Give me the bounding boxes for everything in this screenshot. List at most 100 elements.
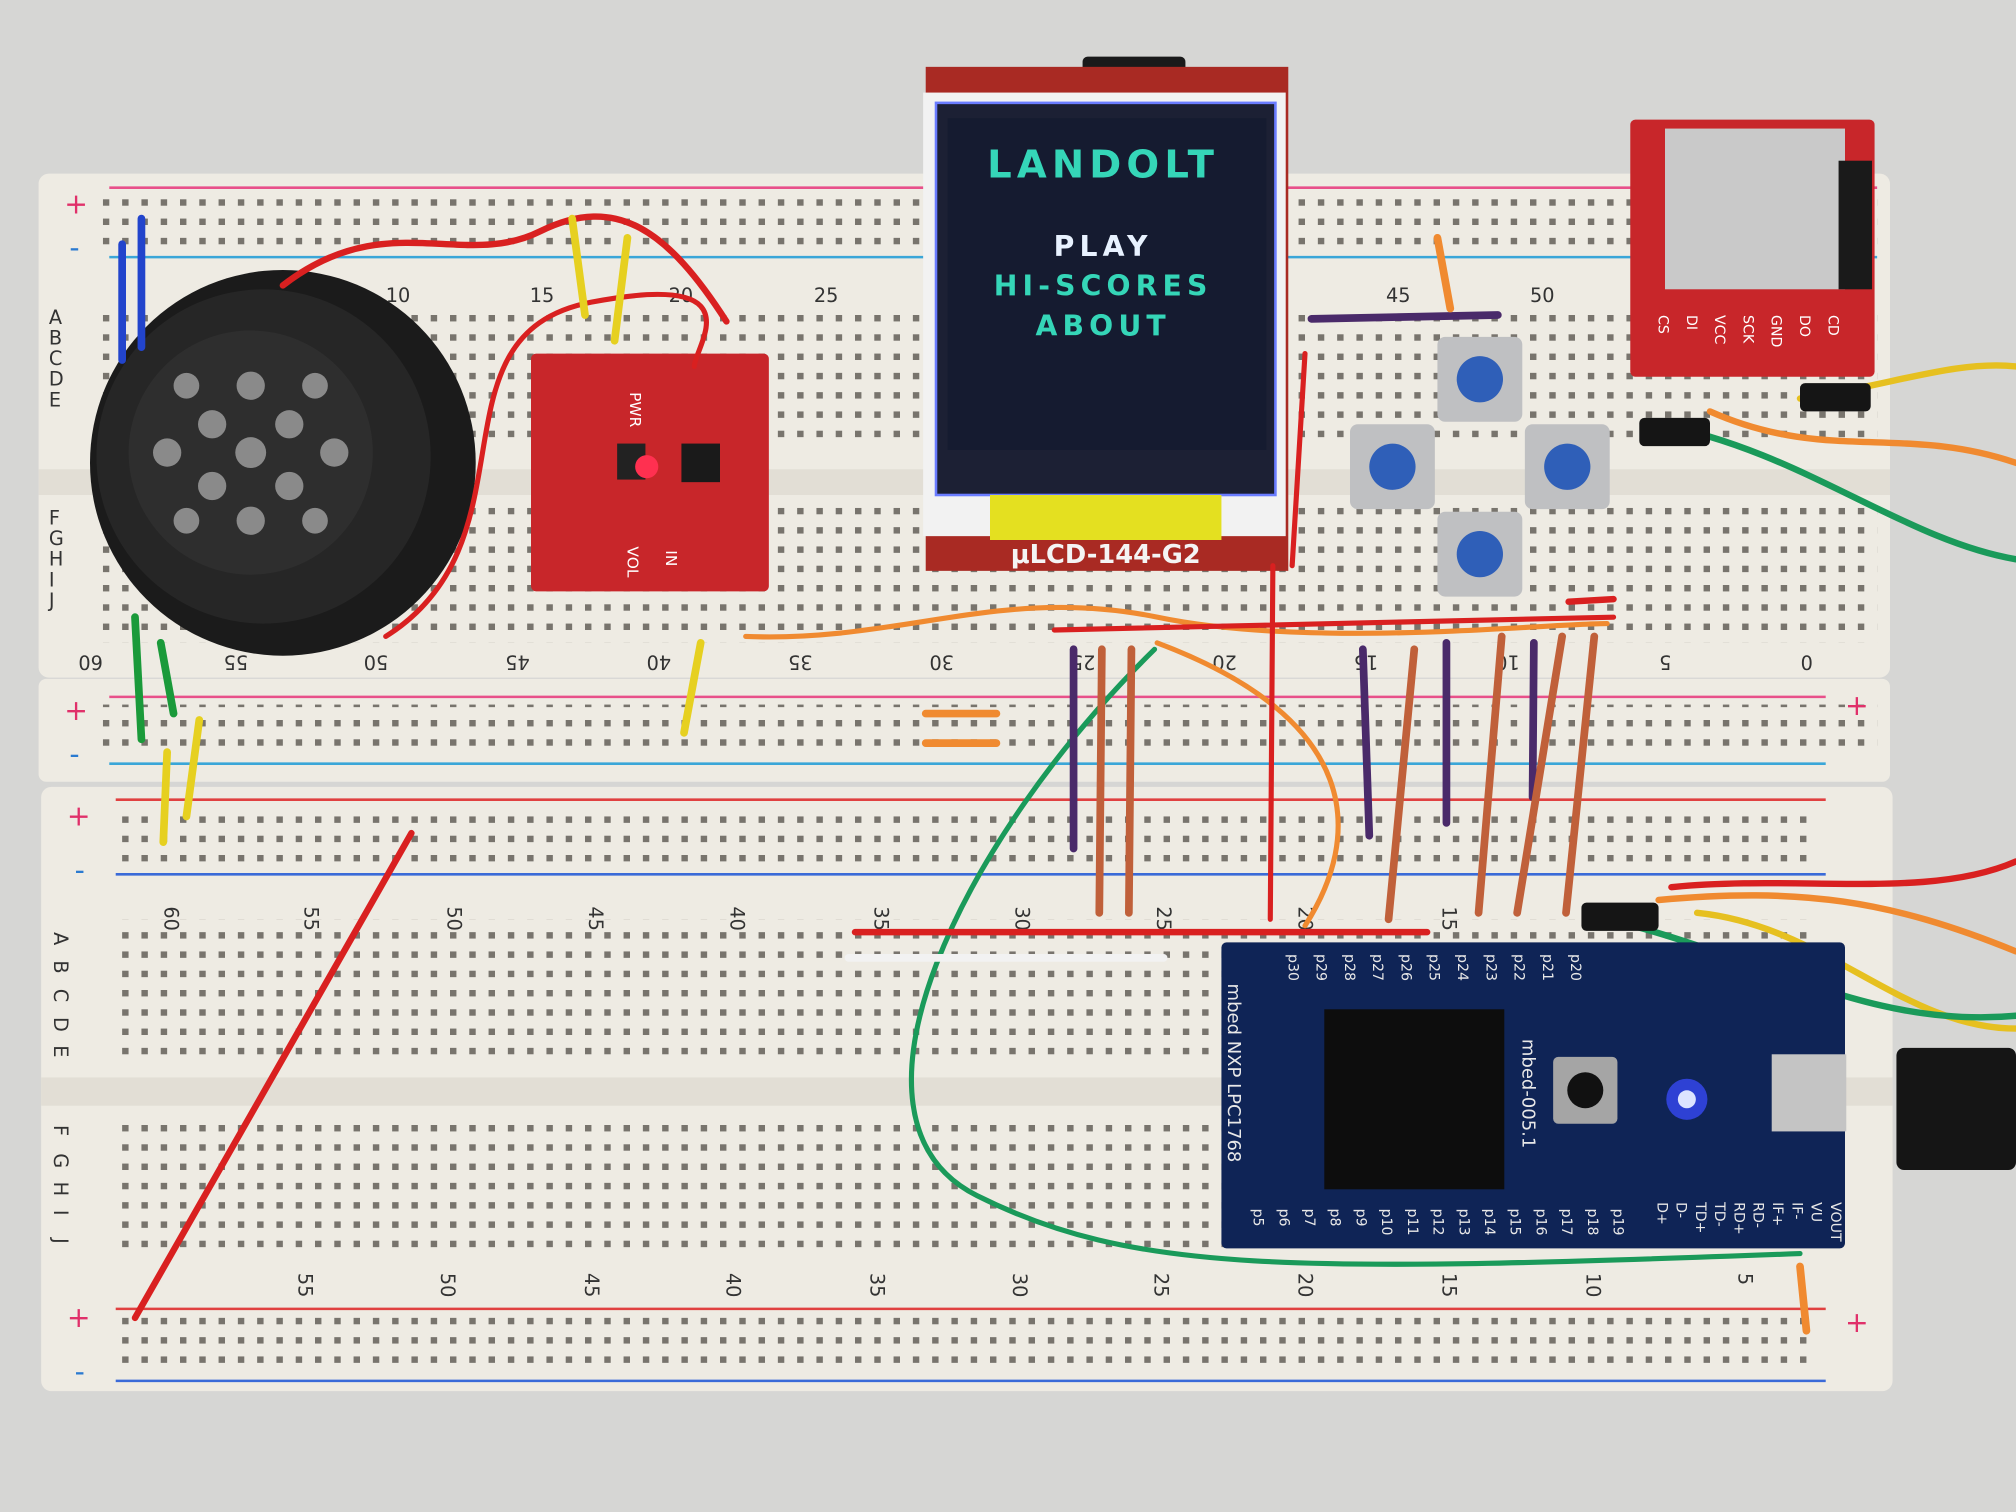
column-number: 45: [1386, 284, 1411, 307]
row-letter: F: [49, 1125, 72, 1136]
button-left[interactable]: [1350, 424, 1435, 510]
mbed-pin-label: D-: [1673, 1202, 1689, 1218]
sd-pin-label: CD: [1824, 315, 1840, 336]
rail-plus-label: +: [67, 799, 91, 832]
row-letter: H: [49, 1182, 72, 1197]
column-number: 25: [814, 284, 839, 307]
row-letter: D: [49, 368, 64, 391]
row-letter: C: [49, 347, 62, 370]
mbed-pin-label: VU: [1808, 1202, 1824, 1222]
row-letter: A: [49, 932, 72, 946]
usb-cable-plug: [1896, 1047, 2016, 1170]
mbed-side-label: mbed NXP LPC1768: [1223, 984, 1244, 1163]
mbed-pin-label: p30: [1284, 954, 1300, 981]
column-number: 5: [1733, 1273, 1756, 1285]
usb-port: [1771, 1054, 1847, 1132]
column-number: 40: [725, 906, 748, 931]
mbed-pin-label: p13: [1455, 1209, 1471, 1236]
middle-power-rail: [38, 678, 1891, 782]
wire-connector-housings: [1581, 383, 2016, 1170]
column-number: 5: [1659, 651, 1671, 674]
column-number: 30: [1008, 1273, 1031, 1298]
mbed-pin-label: IF-: [1788, 1202, 1804, 1219]
mbed-pin-label: p28: [1341, 954, 1357, 981]
row-letter: D: [49, 1017, 72, 1032]
column-number: 15: [1438, 1273, 1461, 1298]
mbed-pin-label: p17: [1558, 1209, 1574, 1236]
row-letter: B: [49, 960, 72, 973]
rail-minus-label: -: [69, 231, 79, 264]
lcd-module: LANDOLT PLAY HI-SCORES ABOUT μLCD-144-G2: [923, 56, 1289, 571]
column-number: 35: [788, 651, 813, 674]
mbed-pin-label: p29: [1313, 954, 1329, 981]
column-number: 10: [1582, 1273, 1605, 1298]
mbed-pin-label: p11: [1404, 1209, 1420, 1236]
pwr-label: PWR: [626, 392, 644, 428]
column-number: 10: [386, 284, 411, 307]
speaker: [90, 270, 476, 656]
column-number: 50: [442, 906, 465, 931]
mbed-pin-label: D+: [1653, 1202, 1669, 1225]
column-number: 30: [929, 651, 954, 674]
row-letter: J: [48, 589, 55, 612]
button-down[interactable]: [1437, 511, 1523, 597]
mbed-pin-label: p10: [1378, 1209, 1394, 1236]
rail-plus-label: +: [64, 187, 88, 220]
column-number: 50: [1530, 284, 1555, 307]
mbed-pin-label: p23: [1482, 954, 1498, 981]
mbed-pin-label: p7: [1301, 1209, 1317, 1227]
mbed-pin-label: p22: [1511, 954, 1527, 981]
sd-pin-label: VCC: [1711, 315, 1727, 345]
mbed-pin-label: VOUT: [1827, 1202, 1843, 1242]
column-number: 45: [580, 1273, 603, 1298]
column-number: 55: [293, 1273, 316, 1298]
sd-pin-label: DI: [1683, 315, 1699, 330]
column-number: 35: [869, 906, 892, 931]
column-number: 40: [647, 651, 672, 674]
column-number: 45: [584, 906, 607, 931]
rail-plus-label: +: [67, 1301, 91, 1334]
column-number: 55: [300, 906, 323, 931]
column-number: 0: [1801, 651, 1813, 674]
column-number: 20: [1294, 1273, 1317, 1298]
lcd-module-label: μLCD-144-G2: [1011, 540, 1201, 570]
mbed-pin-label: p14: [1481, 1209, 1497, 1236]
column-number: 55: [224, 651, 249, 674]
rail-plus-label: +: [1845, 1306, 1869, 1339]
row-letter: C: [49, 989, 72, 1002]
mbed-pin-label: p5: [1250, 1209, 1266, 1227]
mbed-pin-label: p6: [1275, 1209, 1291, 1227]
menu-item-about[interactable]: ABOUT: [1035, 310, 1170, 343]
button-right[interactable]: [1524, 424, 1610, 510]
row-letter: E: [49, 388, 61, 411]
mbed-pin-label: p12: [1430, 1209, 1446, 1236]
mbed-pin-label: p8: [1327, 1209, 1343, 1227]
rail-minus-label: -: [69, 738, 79, 771]
mbed-pin-label: RD+: [1730, 1202, 1746, 1235]
menu-item-hi-scores[interactable]: HI-SCORES: [994, 270, 1213, 303]
game-title: LANDOLT: [987, 142, 1219, 187]
mbed-pin-label: p16: [1532, 1209, 1548, 1236]
column-number: 45: [505, 651, 530, 674]
menu-item-play[interactable]: PLAY: [1054, 230, 1153, 263]
amplifier-board: PWR VOL IN: [531, 353, 769, 592]
row-letter: F: [49, 507, 60, 530]
column-number: 25: [1150, 1273, 1173, 1298]
in-label: IN: [662, 550, 680, 566]
mbed-pin-label: IF+: [1769, 1202, 1785, 1226]
column-number: 35: [865, 1273, 888, 1298]
mbed-pin-label: p26: [1397, 954, 1413, 981]
column-number: 15: [1438, 906, 1461, 931]
rail-minus-label: -: [75, 1355, 85, 1388]
mbed-pin-label: p21: [1539, 954, 1555, 981]
directional-buttons[interactable]: [1350, 336, 1610, 597]
mbed-pin-label: TD-: [1711, 1201, 1727, 1227]
button-up[interactable]: [1437, 336, 1523, 422]
sd-pin-label: CS: [1655, 315, 1671, 334]
column-number: 40: [721, 1273, 744, 1298]
sd-pin-label: GND: [1768, 315, 1784, 348]
row-letter: J: [49, 1237, 72, 1244]
